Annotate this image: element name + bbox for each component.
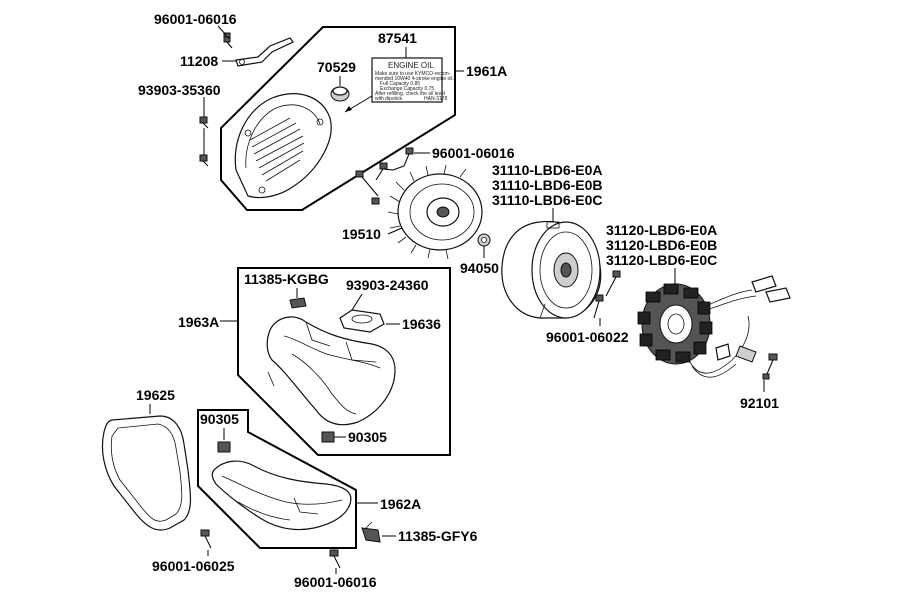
nut-90305-upper: [321, 431, 335, 443]
label-shroud-assy: 1963A: [178, 314, 219, 330]
fan-cover: [234, 93, 332, 199]
clip-11385-kgbg: [289, 297, 307, 309]
nut-90305-lower: [217, 441, 231, 453]
label-washer: 94050: [460, 260, 499, 276]
label-clip-kgbg: 11385-KGBG: [244, 271, 329, 287]
label-fan: 19510: [342, 226, 381, 242]
label-cover-assy: 1961A: [466, 63, 507, 79]
stator-31120: [637, 283, 713, 365]
label-screws-fan: 96001-06016: [432, 145, 515, 161]
label-nut-lower: 90305: [200, 411, 239, 427]
decal-line-1: Make sure to use KYMCO-recom-: [375, 71, 451, 77]
label-flywheel-c: 31110-LBD6-E0C: [492, 192, 603, 208]
label-decal: 87541: [378, 30, 417, 46]
upper-shroud: [266, 316, 396, 426]
clip-11385-gfy6: [361, 521, 381, 543]
decal-code: HAN-3178: [424, 96, 448, 102]
label-bracket: 11208: [180, 53, 218, 69]
decal-line-5: After refilling, check the oil level: [375, 91, 445, 97]
screw-96001-06025: [200, 529, 212, 549]
label-sensor: 92101: [740, 395, 779, 411]
label-lower-shroud-assy: 1962A: [380, 496, 421, 512]
label-nut-upper: 90305: [348, 429, 387, 445]
stator-screws: [593, 270, 621, 319]
decal-line-2: mended 10W40 4-stroke engine oil.: [375, 76, 454, 82]
box-1961A: [220, 26, 456, 211]
decal-line-4: Exchange Capacity 0.75: [380, 86, 434, 92]
label-cap: 70529: [317, 59, 356, 75]
label-screw-bottom-left: 96001-06025: [152, 558, 235, 574]
fan-screws: [355, 147, 414, 205]
screw-96001-06016-bottom: [329, 549, 341, 569]
label-gasket: 19625: [136, 387, 175, 403]
label-screw-top: 96001-06016: [154, 11, 237, 27]
cover-grille: [249, 117, 305, 182]
gasket-19625: [101, 415, 192, 531]
bracket-11208: [235, 37, 294, 67]
label-screw-left: 93903-35360: [138, 82, 221, 98]
label-screw-shroud: 93903-24360: [346, 277, 429, 293]
screw-96001-06016-top: [223, 32, 233, 49]
sensor-screw-92101: [762, 353, 778, 380]
lower-shroud: [211, 460, 352, 531]
label-stator-screws: 96001-06022: [546, 329, 629, 345]
cap-70529: [330, 86, 350, 102]
seal-plate-19636: [339, 309, 385, 333]
decal-87541: ENGINE OIL Make sure to use KYMCO-recom-…: [371, 57, 454, 103]
label-flywheel-a: 31110-LBD6-E0A: [492, 162, 603, 178]
decal-line-3: Full Capacity 0.85: [380, 81, 420, 87]
box-1963A: [237, 267, 451, 456]
washer-94050: [477, 233, 491, 247]
label-stator-b: 31120-LBD6-E0B: [606, 237, 717, 253]
label-seal-plate: 19636: [402, 316, 441, 332]
decal-title: ENGINE OIL: [388, 61, 434, 70]
screw-93903-35360-a: [199, 116, 209, 129]
label-flywheel-b: 31110-LBD6-E0B: [492, 177, 603, 193]
flywheel-31110: [501, 220, 602, 319]
label-stator-a: 31120-LBD6-E0A: [606, 222, 717, 238]
label-stator-c: 31120-LBD6-E0C: [606, 252, 717, 268]
stator-wire-harness: [689, 275, 791, 378]
decal-line-6: with dipstick.: [375, 96, 403, 102]
screw-93903-35360-b: [199, 154, 209, 167]
label-clip-gfy6: 11385-GFY6: [398, 528, 478, 544]
box-1962A: [197, 409, 357, 549]
cooling-fan-19510: [387, 164, 483, 260]
label-screw-bottom-right: 96001-06016: [294, 574, 377, 590]
